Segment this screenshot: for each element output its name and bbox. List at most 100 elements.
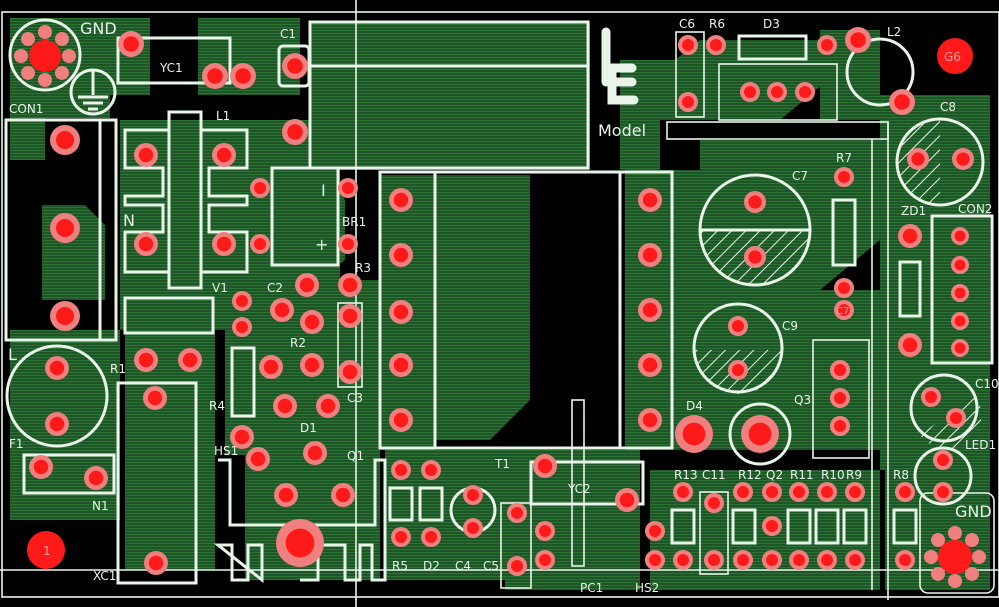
pad [748,250,762,264]
pad [911,152,925,166]
pad [235,68,251,84]
label-c11: C11 [702,468,726,482]
gnd-pad-bottom [938,540,972,574]
label-r4: R4 [209,399,225,413]
label-c4: C4 [455,559,471,573]
pad [216,236,232,252]
pad [937,454,949,466]
fiducial-g6 [937,38,973,74]
pad [838,304,850,316]
pad [708,554,720,566]
pad [642,192,658,208]
pad [467,522,479,534]
pad [263,359,279,375]
pad [236,321,248,333]
pad [49,416,65,432]
pad [56,307,74,325]
pad [425,531,437,543]
label-d2: D2 [423,559,440,573]
label-r9: R9 [846,468,862,482]
pad [849,486,861,498]
label-br1-plus: + [315,235,328,254]
le-logo [601,27,639,105]
pad [834,420,846,432]
label-c3: C3 [347,391,363,405]
pad [342,308,358,324]
label-d1: D1 [300,421,317,435]
gnd-via [948,574,962,588]
pad [236,295,248,307]
pad [850,32,866,48]
pad [138,352,154,368]
label-zd1: ZD1 [901,204,926,218]
label-yc1: YC1 [159,61,183,75]
pad [393,192,409,208]
label-r10: R10 [821,468,845,482]
pad [537,458,553,474]
label-con2: CON2 [958,202,992,216]
pad [88,470,104,486]
gnd-via [54,32,69,47]
label-r6: R6 [709,17,725,31]
pad [342,364,358,380]
label-c7: C7 [792,169,808,183]
pad [287,58,303,74]
pad [766,486,778,498]
pad [342,182,354,194]
pad [954,230,966,242]
pad [395,531,407,543]
pad [511,507,523,519]
pad [732,364,744,376]
pad [766,520,778,532]
pad [682,96,694,108]
pad [393,357,409,373]
label-pc1: PC1 [580,581,603,595]
label-q2: Q2 [766,468,783,482]
pad [708,497,720,509]
gnd-via [964,533,979,548]
label-l2: L2 [887,25,901,39]
gnd-pad-top [29,40,61,72]
pad [277,398,293,414]
pad [393,412,409,428]
pad [838,282,850,294]
label-c1: C1 [280,27,296,41]
label-n: N [123,211,135,230]
label-xc1: XC1 [93,569,116,583]
pad [278,487,294,503]
pad [56,219,74,237]
label-r2: R2 [290,336,306,350]
pad [216,147,232,163]
pad [902,337,918,353]
pad [649,525,661,537]
label-g6: G6 [944,50,961,64]
label-model: Model [598,121,646,140]
pad [821,486,833,498]
pad [254,238,266,250]
pad [894,94,910,110]
pad [304,357,320,373]
label-d3: D3 [763,17,780,31]
label-c8: C8 [940,100,956,114]
gnd-via [21,65,36,80]
pad [642,302,658,318]
label-v1: V1 [212,281,228,295]
label-yc2: YC2 [567,482,591,496]
pad [771,86,783,98]
label-gnd-bottom: GND [955,502,992,521]
gnd-via [21,32,36,47]
pad [793,486,805,498]
gnd-via [931,566,946,581]
pad [335,487,351,503]
label-gnd-top: GND [80,19,117,38]
pad [849,554,861,566]
label-l1: L1 [216,109,230,123]
pad [899,486,911,498]
pad [710,39,722,51]
pad [393,247,409,263]
label-br1-minus: I [321,181,326,200]
pad [393,304,409,320]
gnd-via [948,526,962,540]
pad [619,492,635,508]
pad [147,390,163,406]
